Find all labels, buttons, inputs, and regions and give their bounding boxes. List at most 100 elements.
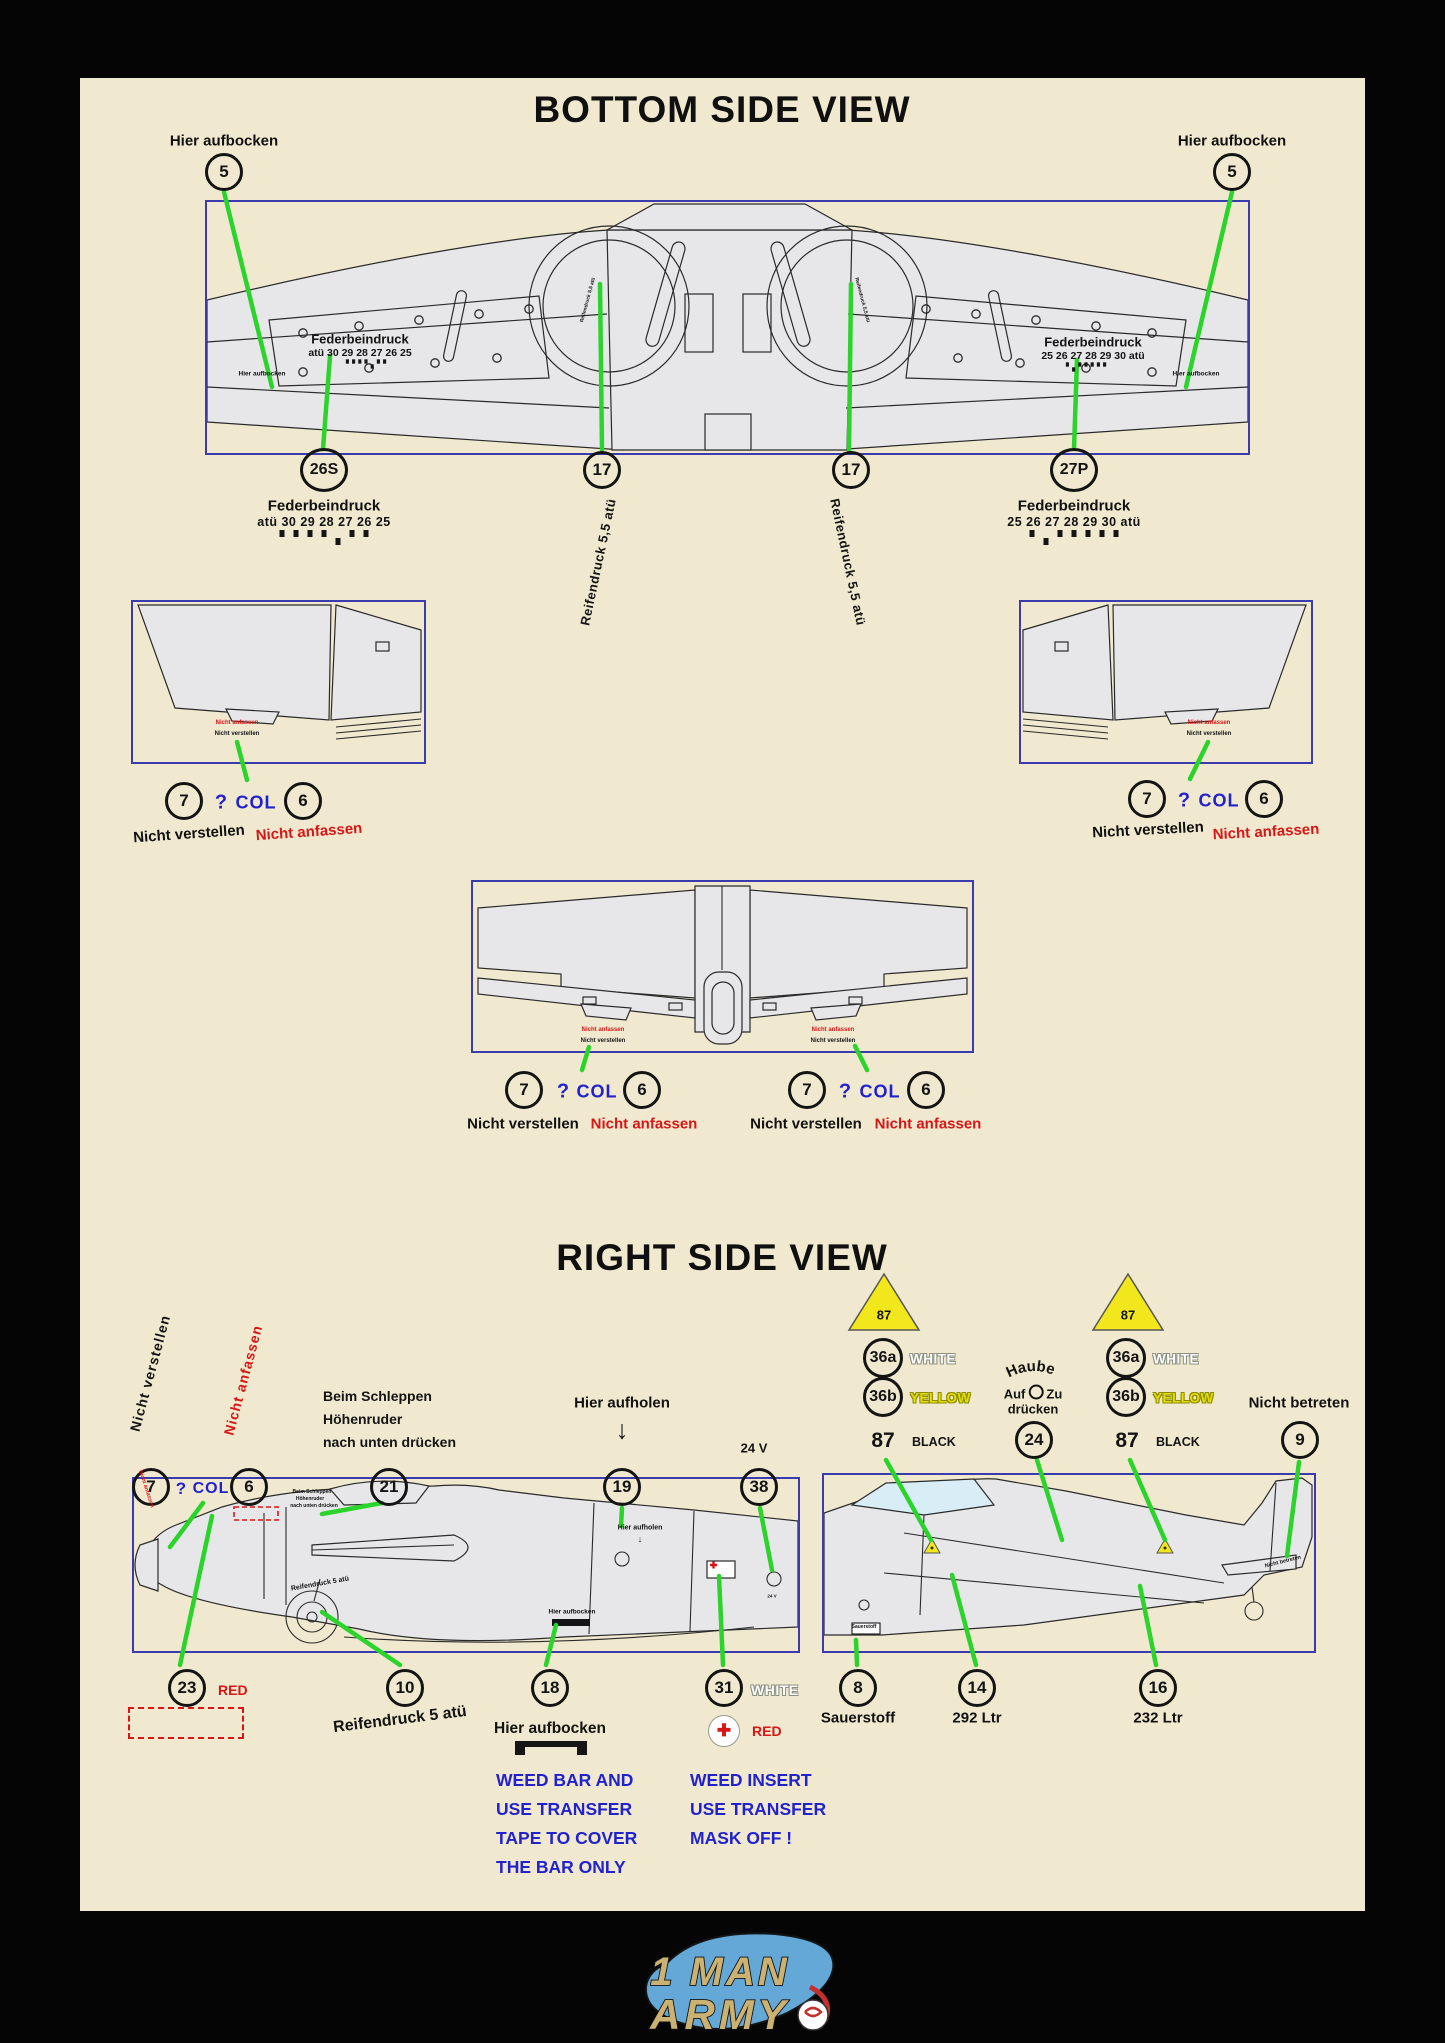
radiator-left	[684, 293, 714, 353]
fuel-232-label: 232 Ltr	[1133, 1709, 1183, 1727]
radiator-right	[742, 293, 772, 353]
dont-touch-label: Nicht anfassen	[874, 1115, 982, 1133]
oxygen-panel	[851, 1622, 881, 1635]
note-line: THE BAR ONLY	[496, 1857, 626, 1877]
jack-label-left: Hier aufbocken	[169, 132, 279, 150]
note-line: TAPE TO COVER	[496, 1828, 638, 1848]
callout-7: 7	[165, 782, 203, 820]
tab-dont-adjust: Nicht verstellen	[810, 1038, 856, 1044]
callout-17-left: 17	[583, 451, 621, 489]
svg-text:Haube: Haube	[1004, 1358, 1057, 1381]
note-line: USE TRANSFER	[690, 1799, 827, 1819]
dont-adjust-label: Nicht verstellen	[467, 1115, 579, 1133]
callout-6: 6	[284, 782, 322, 820]
flap-drawing-left	[137, 604, 422, 740]
logo-splash	[644, 1932, 835, 2030]
tow-note-line3: nach unten drücken	[323, 1434, 457, 1450]
jack-label-right: Hier aufbocken	[1177, 132, 1287, 150]
red-dashed-area	[128, 1707, 244, 1739]
warning-tab-left	[580, 1003, 632, 1021]
callout-36b: 36b	[1106, 1377, 1146, 1417]
callout-6: 6	[623, 1071, 661, 1109]
dont-touch-label: Nicht anfassen	[590, 1115, 698, 1133]
jack-stencil-right: Hier aufbocken	[1172, 370, 1220, 378]
color-white-label: WHITE	[910, 1351, 956, 1367]
callout-7: 7	[132, 1468, 170, 1506]
stabilizer-box	[471, 880, 974, 1053]
down-arrow-icon: ↓	[615, 1414, 629, 1445]
strut-stencil-right-name: Federbeindruck	[1044, 334, 1142, 350]
callout-8: 8	[839, 1669, 877, 1707]
note-weed-insert: WEED INSERT USE TRANSFER MASK OFF !	[690, 1766, 826, 1853]
strut-stencil-left-name: Federbeindruck	[311, 331, 409, 347]
callout-14: 14	[958, 1669, 996, 1707]
question-mark: ?	[838, 1080, 852, 1103]
question-mark: ?	[1177, 789, 1191, 812]
canopy-press-label: drücken	[1007, 1401, 1059, 1417]
callout-6: 6	[230, 1468, 268, 1506]
tab-dont-adjust: Nicht verstellen	[580, 1038, 626, 1044]
one-man-army-logo: 1 MAN ARMY	[644, 1932, 835, 2039]
strut-panel-left	[268, 295, 550, 387]
tiny-down-arrow-icon: ↓	[637, 1534, 643, 1544]
bottom-view-drawing	[207, 203, 1248, 451]
stencil-87: 87	[871, 1429, 895, 1452]
warning-tab	[225, 708, 280, 725]
note-line: MASK OFF !	[690, 1828, 793, 1848]
stabilizer-drawing	[477, 885, 968, 1045]
right-wing	[831, 229, 1248, 451]
col-label: COL	[235, 792, 277, 813]
callout-31: 31	[705, 1669, 743, 1707]
fuselage-front-drawing	[134, 1480, 798, 1644]
jack-bar-icon	[515, 1741, 587, 1755]
callout-27p: 27P	[1050, 448, 1098, 492]
callout-21: 21	[370, 1468, 408, 1506]
callout-10: 10	[386, 1669, 424, 1707]
tab-dont-touch: Nicht anfassen	[1187, 720, 1231, 726]
tiny-hoist-stencil: Hier aufholen	[617, 1524, 663, 1532]
voltage-label: 24 V	[740, 1440, 768, 1456]
canopy-knob-icon	[1028, 1384, 1044, 1400]
gear-door-left	[645, 241, 686, 347]
wheel-bay-left	[528, 225, 690, 387]
left-wing	[207, 229, 624, 451]
col-label: COL	[192, 1480, 230, 1497]
color-black-label: BLACK	[1156, 1435, 1200, 1449]
triangle-number: 87	[876, 1307, 892, 1323]
callout-6: 6	[907, 1071, 945, 1109]
pressure-scale-ticks	[279, 530, 369, 545]
oxygen-filler	[858, 1599, 870, 1611]
callout-7: 7	[788, 1071, 826, 1109]
tow-note-line2: Höhenruder	[323, 1411, 403, 1427]
color-yellow-label: YELLOW	[1153, 1390, 1214, 1406]
logo-line2: ARMY	[649, 1991, 790, 2038]
tiny-voltage-stencil: 24 V	[767, 1593, 777, 1599]
tab-dont-adjust: Nicht verstellen	[214, 731, 260, 737]
callout-24: 24	[1015, 1421, 1053, 1459]
red-cross-mark	[710, 1561, 717, 1569]
note-weed-bar: WEED BAR AND USE TRANSFER TAPE TO COVER …	[496, 1766, 637, 1882]
tiny-tow-line1: Beim Schleppen	[292, 1489, 332, 1495]
bottom-view-box	[205, 200, 1250, 455]
note-line: WEED INSERT	[690, 1770, 812, 1790]
color-black-label: BLACK	[912, 1435, 956, 1449]
strut-right-name: Federbeindruck	[1017, 497, 1131, 515]
exhaust-fairing	[311, 1534, 469, 1562]
right-view-title: RIGHT SIDE VIEW	[556, 1237, 888, 1278]
tiny-oxygen-stencil: Sauerstoff	[851, 1624, 877, 1630]
strut-left-name: Federbeindruck	[267, 497, 381, 515]
color-white-label: WHITE	[751, 1682, 799, 1698]
red-dashed-marker	[233, 1506, 279, 1521]
red-cross-icon: ✚	[708, 1715, 740, 1747]
tab-dont-adjust: Nicht verstellen	[1186, 731, 1232, 737]
spinner	[134, 1538, 159, 1592]
tiny-tow-line3: nach unten drücken	[290, 1503, 338, 1509]
jack-bar	[552, 1619, 590, 1626]
pressure-scale-ticks	[1065, 362, 1107, 372]
callout-36b: 36b	[863, 1377, 903, 1417]
mini-warning-triangles	[923, 1537, 1174, 1554]
callout-6: 6	[1245, 780, 1283, 818]
warning-triangle-icon	[1091, 1272, 1165, 1331]
front-fuselage	[143, 1484, 798, 1642]
